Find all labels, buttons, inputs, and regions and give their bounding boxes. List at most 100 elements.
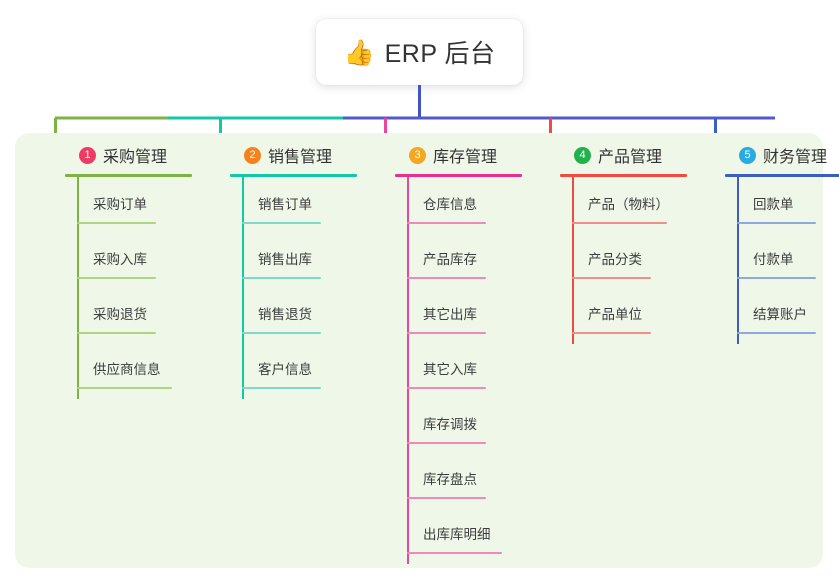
branch-item-list-2: 销售订单销售出库销售退货客户信息 <box>220 177 385 397</box>
branch-item[interactable]: 销售订单 <box>220 177 385 232</box>
branch-column-4: 4 产品管理产品（物料） 产品分类产品单位 <box>550 133 715 344</box>
branch-trunk-4 <box>572 177 574 344</box>
branch-trunk-2 <box>242 177 244 399</box>
branch-item-list-3: 仓库信息产品库存其它出库其它入库库存调拨库存盘点出库库明细 <box>385 177 550 562</box>
branch-badge-3: 3 <box>409 146 426 164</box>
root-node[interactable]: 👍 ERP 后台 <box>316 19 523 85</box>
branch-header-3[interactable]: 3 库存管理 <box>385 133 550 177</box>
branch-item[interactable]: 仓库信息 <box>385 177 550 232</box>
branch-item-rule <box>572 332 651 334</box>
branch-header-rule-4 <box>560 174 687 177</box>
branch-item-rule <box>407 222 486 224</box>
branch-item[interactable]: 库存调拨 <box>385 397 550 452</box>
branch-item-label: 其它出库 <box>423 307 477 322</box>
branch-item-label: 出库库明细 <box>423 527 491 542</box>
branch-header-rule-5 <box>725 174 839 177</box>
branch-item-label: 产品分类 <box>588 252 642 267</box>
branch-header-4[interactable]: 4 产品管理 <box>550 133 715 177</box>
branch-item-label: 客户信息 <box>258 362 312 377</box>
branch-item-rule <box>242 387 321 389</box>
branch-item-rule <box>242 332 321 334</box>
branch-header-rule-3 <box>395 174 522 177</box>
branch-item-label: 付款单 <box>753 252 794 267</box>
thumbs-up-icon: 👍 <box>343 37 375 67</box>
root-node-title: ERP 后台 <box>384 40 496 68</box>
branch-item[interactable]: 采购订单 <box>55 177 220 232</box>
branch-item-rule <box>572 222 667 224</box>
branch-column-1: 1 采购管理采购订单采购入库采购退货供应商信息 <box>55 133 220 399</box>
branch-item-rule <box>77 277 156 279</box>
branch-item-rule <box>77 222 156 224</box>
branch-item-rule <box>737 222 816 224</box>
branch-item-rule <box>407 277 486 279</box>
branch-item-label: 销售退货 <box>258 307 312 322</box>
branch-item[interactable]: 供应商信息 <box>55 342 220 397</box>
branch-item-label: 采购退货 <box>93 307 147 322</box>
branch-item-label: 产品单位 <box>588 307 642 322</box>
branch-header-rule-2 <box>230 174 357 177</box>
branch-item-list-5: 回款单付款单结算账户 <box>715 177 839 342</box>
branch-badge-1: 1 <box>79 146 96 164</box>
branch-title-3: 库存管理 <box>433 149 498 166</box>
branch-item-list-4: 产品（物料） 产品分类产品单位 <box>550 177 715 342</box>
branch-item-rule <box>407 387 486 389</box>
branch-item-rule <box>242 277 321 279</box>
branch-title-5: 财务管理 <box>763 149 828 166</box>
branch-badge-2: 2 <box>244 146 261 164</box>
branch-item-label: 产品库存 <box>423 252 477 267</box>
branch-item[interactable]: 客户信息 <box>220 342 385 397</box>
branch-item-label: 供应商信息 <box>93 362 161 377</box>
branch-item-label: 回款单 <box>753 197 794 212</box>
branch-item[interactable]: 产品库存 <box>385 232 550 287</box>
branch-item-label: 仓库信息 <box>423 197 477 212</box>
branch-header-1[interactable]: 1 采购管理 <box>55 133 220 177</box>
branch-item-rule <box>572 277 651 279</box>
branch-item-label: 产品（物料） <box>588 197 669 212</box>
branch-item-rule <box>77 387 172 389</box>
branch-item-label: 采购订单 <box>93 197 147 212</box>
branch-item[interactable]: 销售退货 <box>220 287 385 342</box>
branch-item-label: 库存调拨 <box>423 417 477 432</box>
branch-trunk-5 <box>737 177 739 344</box>
branch-item[interactable]: 销售出库 <box>220 232 385 287</box>
branch-item-label: 销售订单 <box>258 197 312 212</box>
branch-header-rule-1 <box>65 174 192 177</box>
branch-column-3: 3 库存管理仓库信息产品库存其它出库其它入库库存调拨库存盘点出库库明细 <box>385 133 550 564</box>
branch-item[interactable]: 库存盘点 <box>385 452 550 507</box>
branch-item[interactable]: 产品单位 <box>550 287 715 342</box>
branch-item-rule <box>77 332 156 334</box>
branch-header-5[interactable]: 5 财务管理 <box>715 133 839 177</box>
branches-panel: 1 采购管理采购订单采购入库采购退货供应商信息 2 销售管理销售订单销售出库销售退货客… <box>15 133 839 568</box>
branch-item-label: 采购入库 <box>93 252 147 267</box>
branch-item[interactable]: 产品（物料） <box>550 177 715 232</box>
branch-title-4: 产品管理 <box>598 149 663 166</box>
branch-item-rule <box>737 277 816 279</box>
branch-column-2: 2 销售管理销售订单销售出库销售退货客户信息 <box>220 133 385 399</box>
branch-header-2[interactable]: 2 销售管理 <box>220 133 385 177</box>
branch-item-label: 其它入库 <box>423 362 477 377</box>
branch-item[interactable]: 结算账户 <box>715 287 839 342</box>
branch-item[interactable]: 其它出库 <box>385 287 550 342</box>
branch-column-5: 5 财务管理回款单付款单结算账户 <box>715 133 839 344</box>
branch-item-label: 销售出库 <box>258 252 312 267</box>
branch-item-label: 库存盘点 <box>423 472 477 487</box>
branch-badge-4: 4 <box>574 146 591 164</box>
branch-item[interactable]: 采购退货 <box>55 287 220 342</box>
branch-item-rule <box>737 332 816 334</box>
branch-item-rule <box>407 552 502 554</box>
branch-item[interactable]: 其它入库 <box>385 342 550 397</box>
branch-item[interactable]: 付款单 <box>715 232 839 287</box>
branch-title-2: 销售管理 <box>268 149 333 166</box>
branch-item-rule <box>407 442 486 444</box>
branch-item-list-1: 采购订单采购入库采购退货供应商信息 <box>55 177 220 397</box>
branch-item[interactable]: 回款单 <box>715 177 839 232</box>
branch-trunk-3 <box>407 177 409 564</box>
branch-item[interactable]: 产品分类 <box>550 232 715 287</box>
branch-badge-5: 5 <box>739 146 756 164</box>
branch-item-rule <box>407 497 486 499</box>
branch-item[interactable]: 出库库明细 <box>385 507 550 562</box>
branch-item-rule <box>242 222 321 224</box>
branch-trunk-1 <box>77 177 79 399</box>
branch-title-1: 采购管理 <box>103 149 168 166</box>
branch-item[interactable]: 采购入库 <box>55 232 220 287</box>
